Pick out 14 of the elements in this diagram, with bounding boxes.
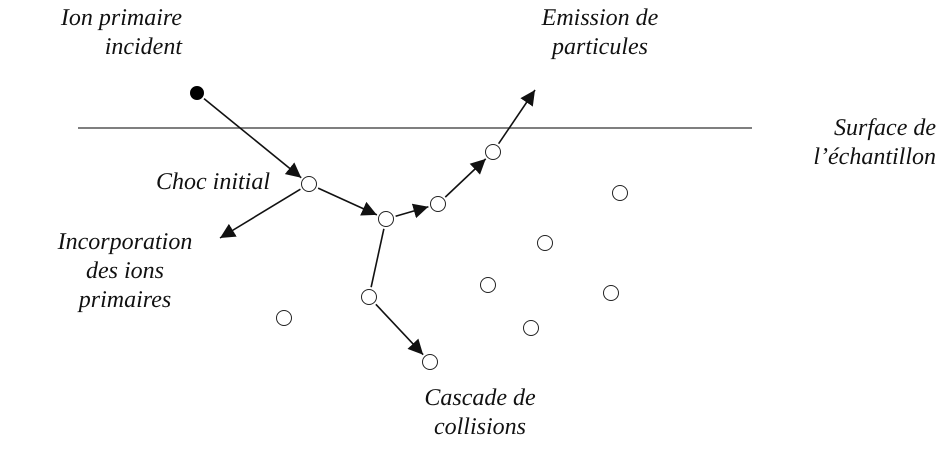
arrow [444, 158, 486, 198]
text-label: Emission de particules [540, 4, 660, 62]
text-label: Choc initial [155, 168, 270, 197]
connector-line [370, 228, 385, 288]
text-label: Incorporation des ions primaires [56, 228, 194, 315]
arrow [498, 90, 536, 144]
arrow [220, 188, 301, 239]
text-label: Cascade de collisions [423, 384, 537, 442]
arrow [318, 187, 378, 216]
surface-label: Surface de l’échantillon [812, 114, 936, 172]
arrow [395, 204, 429, 218]
arrow [203, 98, 302, 178]
arrow [375, 304, 424, 356]
text-label: Ion primaire incident [60, 4, 182, 62]
